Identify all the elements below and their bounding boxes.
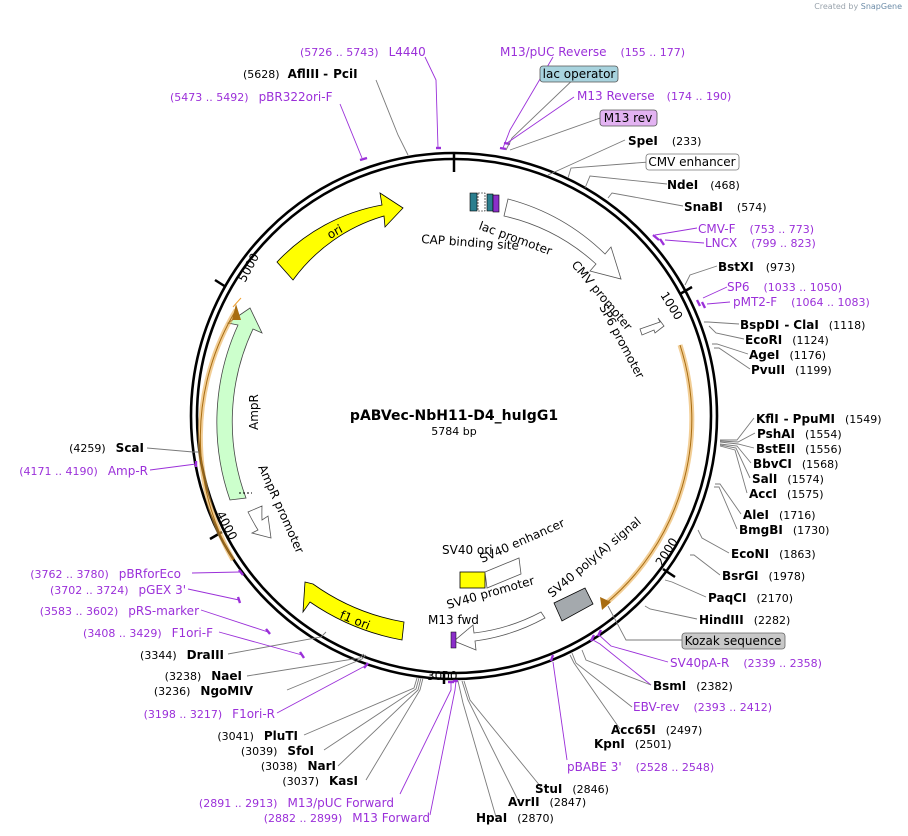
sv40-enhancer-label: SV40 enhancer [478, 516, 567, 566]
primer-m13-forward[interactable]: (2882 .. 2899)M13 Forward [264, 811, 430, 825]
kozak-sequence-tag-label: Kozak sequence [685, 634, 782, 648]
primer-pmt2-f[interactable]: pMT2-F(1064 .. 1083) [733, 295, 870, 309]
enzyme-snabi[interactable]: SnaBI(574) [684, 200, 767, 214]
f1-ori-arrow[interactable] [302, 581, 405, 641]
enzyme-bstxi[interactable]: BstXI(973) [718, 260, 795, 274]
enzyme-hindiii[interactable]: HindIII(2282) [699, 613, 790, 627]
primer-pbabe3[interactable]: pBABE 3'(2528 .. 2548) [567, 760, 714, 774]
enzyme-bbvci[interactable]: BbvCI(1568) [753, 457, 838, 471]
enzyme-ecori[interactable]: EcoRI(1124) [745, 333, 829, 347]
m13-fwd-box[interactable] [450, 631, 457, 649]
m13-rev-box[interactable] [492, 194, 500, 213]
primer-m13puc-reverse[interactable]: M13/pUC Reverse(155 .. 177) [500, 45, 685, 59]
enzyme-paqci[interactable]: PaqCI(2170) [708, 591, 793, 605]
enzyme-bmgbi[interactable]: BmgBI(1730) [739, 523, 829, 537]
enzyme-sfoi[interactable]: (3039)SfoI [241, 744, 314, 758]
primer-l4440[interactable]: (5726 .. 5743)L4440 [300, 45, 426, 59]
ampr-arrow[interactable] [216, 307, 263, 501]
orf-left[interactable] [199, 309, 237, 561]
enzyme-pluti[interactable]: (3041)PluTI [217, 729, 298, 743]
enzyme-econi[interactable]: EcoNI(1863) [731, 547, 816, 561]
primer-amp-r[interactable]: (4171 .. 4190)Amp-R [19, 464, 148, 478]
lac-operator-tag-label: lac operator [543, 67, 616, 81]
primer-labels: (5726 .. 5743)L4440 M13/pUC Reverse(155 … [19, 45, 869, 825]
primer-f1ori-f[interactable]: (3408 .. 3429)F1ori-F [83, 626, 213, 640]
enzyme-alei[interactable]: AleI(1716) [743, 508, 816, 522]
primer-cmv-f[interactable]: CMV-F(753 .. 773) [698, 222, 814, 236]
sv40-ori-label: SV40 ori [442, 543, 493, 557]
sp6-promoter-arrow[interactable] [639, 317, 665, 336]
enzyme-bspdi-clai[interactable]: BspDI-ClaI(1118) [740, 318, 865, 332]
ampr-label: AmpR [247, 394, 261, 430]
enzyme-ndei[interactable]: NdeI(468) [667, 178, 740, 192]
enzyme-spei[interactable]: SpeI(233) [628, 134, 701, 148]
primer-f1ori-r[interactable]: (3198 .. 3217)F1ori-R [144, 707, 275, 721]
cap-binding-site-box[interactable] [469, 192, 478, 212]
enzyme-acci[interactable]: AccI(1575) [749, 487, 824, 501]
primer-m13puc-forward[interactable]: (2891 .. 2913)M13/pUC Forward [199, 796, 394, 810]
m13-fwd-label: M13 fwd [428, 613, 479, 627]
tick-5000: 5000 [235, 251, 262, 285]
enzyme-labels: (5628)AflIII-PciI SpeI(233) NdeI(468) Sn… [69, 67, 881, 825]
primer-sv40pa-r[interactable]: SV40pA-R(2339 .. 2358) [670, 656, 822, 670]
sv40-enhancer-box[interactable] [484, 557, 522, 589]
primer-prs-marker[interactable]: (3583 .. 3602)pRS-marker [40, 604, 199, 618]
ampr-promoter-arrow[interactable] [247, 505, 272, 539]
kozak-sequence-tag[interactable] [681, 632, 786, 650]
enzyme-bsrgi[interactable]: BsrGI(1978) [722, 569, 805, 583]
ori-arrow[interactable] [276, 192, 404, 281]
cmv-enhancer-tag-label: CMV enhancer [648, 155, 735, 169]
enzyme-draiii[interactable]: (3344)DraIII [140, 648, 224, 662]
enzyme-kasi[interactable]: (3037)KasI [282, 774, 358, 788]
m13-rev-tag[interactable] [599, 109, 658, 127]
primer-pbr322ori-f[interactable]: (5473 .. 5492)pBR322ori-F [170, 90, 333, 104]
ampr-promoter-label: AmpR promoter [255, 463, 307, 556]
enzyme-nari[interactable]: (3038)NarI [261, 759, 336, 773]
tick-3000: 3000 [427, 669, 458, 683]
sv40-polya-box[interactable] [553, 587, 594, 622]
enzyme-stui[interactable]: StuI(2846) [535, 782, 609, 796]
plasmid-name: pABVec-NbH11-D4_huIgG1 [350, 408, 558, 424]
enzyme-sali[interactable]: SalI(1574) [752, 472, 824, 486]
enzyme-hpai[interactable]: HpaI(2870) [476, 811, 554, 825]
snapgene-credit: Created by SnapGene [814, 2, 902, 11]
cmv-promoter-arrow[interactable] [503, 198, 622, 280]
ori-label: ori [324, 222, 344, 242]
primer-ebv-rev[interactable]: EBV-rev(2393 .. 2412) [633, 700, 772, 714]
snapgene-logo: SnapGene [860, 2, 902, 11]
orf-right[interactable] [603, 344, 693, 606]
sv40-promoter-arrow[interactable] [453, 611, 546, 651]
boxed-labels: lac operator M13 rev CMV enhancer Kozak … [539, 65, 786, 650]
primer-sp6[interactable]: SP6(1033 .. 1050) [727, 280, 842, 294]
cmv-enhancer-tag[interactable] [645, 153, 740, 171]
enzyme-kpni[interactable]: KpnI(2501) [594, 737, 671, 751]
primer-pbrforeco[interactable]: (3762 .. 3780)pBRforEco [30, 567, 181, 581]
m13-rev-tag-label: M13 rev [604, 111, 653, 125]
primer-m13-reverse[interactable]: M13 Reverse(174 .. 190) [577, 89, 731, 103]
lac-operator-box[interactable] [486, 193, 494, 212]
enzyme-ngomiv[interactable]: (3236)NgoMIV [154, 684, 254, 698]
leader-lines [146, 56, 756, 818]
enzyme-bsmi[interactable]: BsmI(2382) [653, 679, 733, 693]
lac-operator-tag[interactable] [539, 65, 619, 83]
enzyme-agei[interactable]: AgeI(1176) [749, 348, 826, 362]
sv40-ori-box[interactable] [459, 571, 486, 589]
enzyme-pshai[interactable]: PshAI(1554) [757, 427, 842, 441]
primer-lncx[interactable]: LNCX(799 .. 823) [705, 236, 816, 250]
enzyme-bsteii[interactable]: BstEII(1556) [756, 442, 842, 456]
plasmid-size: 5784 bp [431, 425, 476, 438]
cap-binding-site-label: CAP binding site [421, 232, 520, 253]
backbone [189, 151, 719, 681]
enzyme-pvuii[interactable]: PvuII(1199) [751, 363, 832, 377]
enzyme-naei[interactable]: (3238)NaeI [165, 669, 242, 683]
enzyme-kfli-ppumi[interactable]: KflI-PpuMI(1549) [756, 412, 882, 426]
enzyme-avrii[interactable]: AvrII(2847) [508, 795, 586, 809]
enzyme-acc65i[interactable]: Acc65I(2497) [611, 723, 702, 737]
lac-promoter-box[interactable] [477, 192, 486, 212]
primer-pgex3[interactable]: (3702 .. 3724)pGEX 3' [50, 583, 186, 597]
enzyme-afliii-pcii[interactable]: (5628)AflIII-PciI [243, 67, 358, 81]
enzyme-scai[interactable]: (4259)ScaI [69, 441, 144, 455]
